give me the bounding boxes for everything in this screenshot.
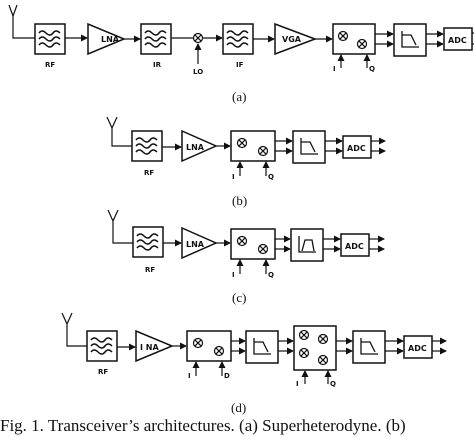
ir-label: IR [153, 61, 162, 69]
lna-label: LNA [186, 143, 205, 152]
lna-label: LNA [101, 35, 120, 44]
panel-c-labels: LNA ADC RF I Q (c) [145, 240, 364, 305]
lowpass-filter-block [393, 23, 427, 57]
lowpass-filter-block [245, 330, 279, 364]
i-label: I [296, 380, 299, 388]
i-label: I [232, 173, 235, 181]
i-label: I [188, 372, 191, 380]
lna-amplifier [181, 129, 218, 163]
i-label: I [333, 65, 336, 73]
antenna-icon [8, 4, 35, 39]
q-label: Q [268, 173, 274, 181]
lowpass-filter-block [292, 130, 326, 164]
rf-label: RF [45, 61, 55, 69]
q-label: Q [330, 380, 336, 388]
rf-label: RF [98, 368, 108, 376]
panel-label-c: (c) [232, 290, 246, 305]
adc-block [340, 233, 370, 257]
adc-label: ADC [408, 344, 427, 353]
lna-label: I NA [140, 343, 159, 352]
if-label: IF [236, 61, 244, 69]
panel-a-labels: LNA VGA ADC RF IR IF LO I Q (a) [45, 35, 467, 104]
panel-b-labels: LNA ADC RF I Q (b) [144, 143, 366, 208]
panel-label-a: (a) [232, 89, 246, 104]
figure-caption: Fig. 1. Transceiver’s architectures. (a)… [0, 416, 406, 435]
lna-amplifier [135, 329, 174, 363]
i-label: I [232, 271, 235, 279]
adc-label: ADC [345, 242, 364, 251]
lna-amplifier [181, 226, 218, 260]
lowpass-filter-block [352, 330, 386, 364]
q-label: Q [369, 65, 375, 73]
adc-block [443, 27, 473, 51]
adc-label: ADC [448, 36, 467, 45]
adc-block [342, 135, 372, 159]
rf-label: RF [145, 266, 155, 274]
iq-mixer-block [230, 228, 276, 260]
q-label: D [224, 372, 230, 380]
adc-label: ADC [347, 144, 366, 153]
panel-d [61, 312, 447, 384]
lo-label: LO [193, 68, 203, 76]
panel-d-labels: I NA ADC RF I D I Q (d) [98, 343, 427, 415]
antenna-icon [106, 116, 132, 147]
panel-a [8, 4, 474, 68]
panel-label-b: (b) [232, 193, 247, 208]
panel-b [106, 116, 386, 176]
vga-label: VGA [282, 35, 302, 44]
panel-label-d: (d) [231, 400, 246, 415]
antenna-icon [61, 312, 87, 347]
vga-amplifier [274, 22, 318, 56]
iq-mixer-block [186, 330, 232, 362]
lna-amplifier [87, 22, 126, 56]
iq-mixer-block [230, 130, 276, 162]
rf-label: RF [144, 169, 154, 177]
panel-c [107, 209, 385, 274]
lna-label: LNA [186, 240, 205, 249]
q-label: Q [268, 271, 274, 279]
adc-block [403, 335, 433, 359]
bandpass-filter-block [290, 228, 324, 262]
mixer-icon [192, 32, 204, 44]
antenna-icon [107, 209, 133, 244]
